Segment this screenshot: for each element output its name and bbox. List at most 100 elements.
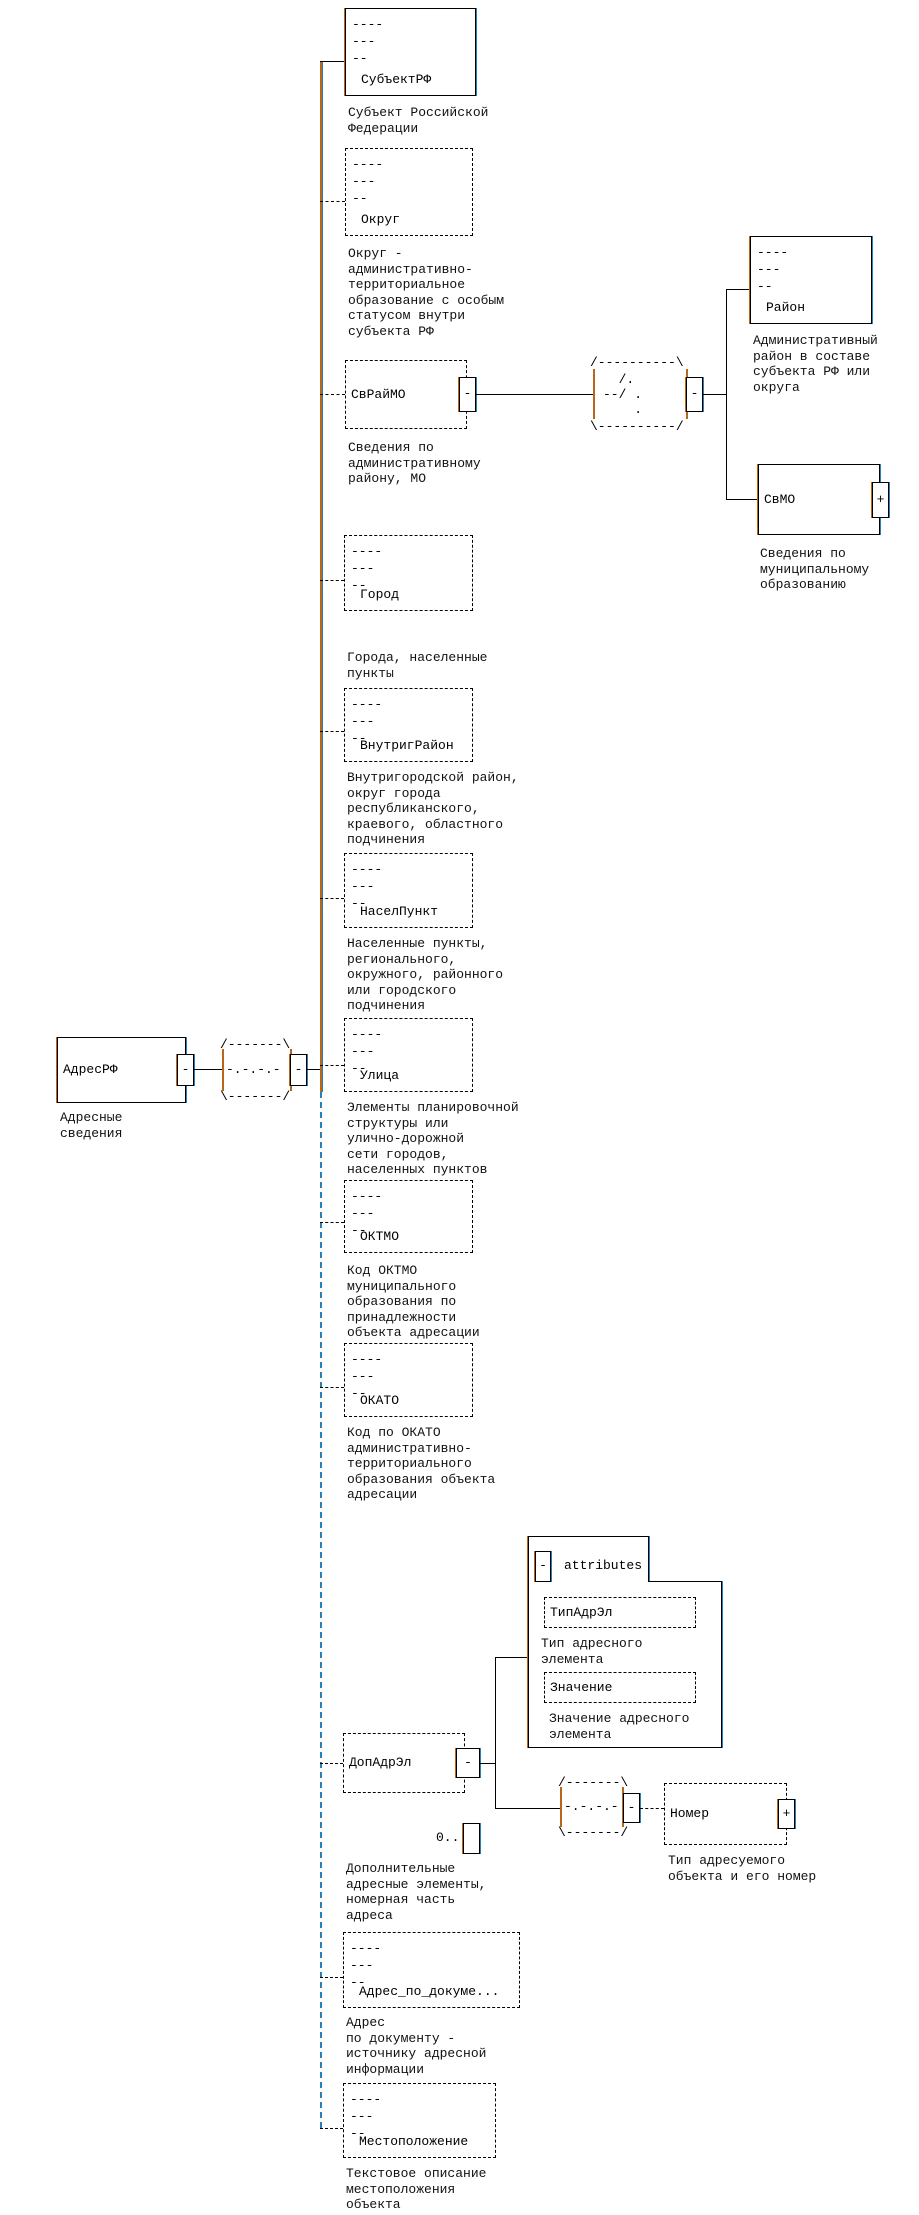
element-name: Адрес_по_докуме... xyxy=(359,1984,500,1999)
choice-bottom: \----------/ xyxy=(590,419,684,434)
znachenie-attribute-element[interactable] xyxy=(544,1672,696,1703)
nomer-element[interactable] xyxy=(664,1783,787,1845)
connector-line xyxy=(495,1657,528,1658)
element-content-marker: ---- --- -- xyxy=(352,17,384,66)
element-content-marker: ---- --- -- xyxy=(351,697,383,746)
tipadrel-attribute-element[interactable] xyxy=(544,1597,696,1628)
main-spine-optional xyxy=(320,1092,322,2128)
element-description: Значение адресного элемента xyxy=(549,1711,690,1742)
element-description: Сведения по муниципальному образованию xyxy=(760,546,870,592)
main-spine xyxy=(320,61,322,1092)
connector-line xyxy=(726,499,758,500)
child-10-element[interactable] xyxy=(343,1932,520,2008)
element-content-marker: ---- --- -- xyxy=(352,157,384,206)
connector-line xyxy=(480,1763,495,1764)
connector-line xyxy=(495,1657,496,1808)
connector-line xyxy=(320,1763,343,1764)
expand-nomer-button[interactable]: + xyxy=(778,1799,795,1829)
element-name: ОКАТО xyxy=(360,1393,400,1408)
connector-line xyxy=(320,394,345,395)
element-description: Элементы планировочной структуры или ули… xyxy=(347,1100,519,1177)
occurs-label: 0.. xyxy=(436,1830,460,1845)
svmo-element[interactable] xyxy=(758,464,880,535)
child-0-element[interactable] xyxy=(345,8,476,96)
connector-line xyxy=(320,898,344,899)
connector-line xyxy=(320,580,344,581)
child-4-element[interactable] xyxy=(344,688,473,762)
element-description: Города, населенные пункты xyxy=(347,650,488,681)
connector-line xyxy=(495,1808,560,1809)
collapse-adresrf-button[interactable]: - xyxy=(177,1054,194,1086)
connector-line xyxy=(476,394,593,395)
collapse-dopadrel-button[interactable]: - xyxy=(456,1748,480,1778)
raion-element[interactable] xyxy=(750,236,872,324)
element-name: НаселПункт xyxy=(360,904,439,919)
collapse-sequence-button[interactable]: - xyxy=(290,1054,307,1086)
element-description: Текстовое описание местоположения объект… xyxy=(346,2166,487,2212)
child-6-element[interactable] xyxy=(344,1018,473,1092)
element-description: Адрес по документу - источнику адресной … xyxy=(346,2015,487,2077)
element-name: Значение xyxy=(550,1679,613,1695)
connector-line xyxy=(307,1069,320,1070)
element-name: СвРайМО xyxy=(351,386,406,402)
child-7-element[interactable] xyxy=(344,1180,473,1253)
connector-line xyxy=(320,1222,344,1223)
element-name: ОКТМО xyxy=(360,1229,400,1244)
connector-line xyxy=(320,1065,344,1066)
connector-line xyxy=(726,289,750,290)
child-8-element[interactable] xyxy=(344,1343,473,1417)
compositor-top: /-------\ xyxy=(558,1775,629,1790)
connector-line xyxy=(320,731,344,732)
element-content-marker: ---- --- -- xyxy=(350,2092,382,2141)
connector-line xyxy=(320,1387,344,1388)
collapse-svraimo-button[interactable]: - xyxy=(459,377,476,412)
collapse-dopadrel-sequence-button[interactable]: - xyxy=(623,1793,640,1823)
connector-line xyxy=(726,289,727,499)
choice-mid: /. --/ . . xyxy=(603,372,643,417)
compositor-mid: -.-.-.- xyxy=(564,1799,619,1814)
connector-line xyxy=(320,61,345,62)
connector-line xyxy=(194,1069,222,1070)
element-name: ДопАдрЭл xyxy=(349,1755,412,1770)
connector-line xyxy=(703,394,726,395)
element-description: Дополнительные адресные элементы, номерн… xyxy=(346,1861,487,1923)
occurs-marker xyxy=(463,1823,480,1854)
element-description: Административный район в составе субъект… xyxy=(753,333,878,395)
element-name: АдресРФ xyxy=(63,1062,118,1077)
compositor-top: /-------\ xyxy=(220,1037,291,1052)
element-name: СубъектРФ xyxy=(361,72,432,87)
element-content-marker: ---- --- -- xyxy=(351,862,383,911)
element-name: Улица xyxy=(360,1068,400,1083)
element-description: Код ОКТМО муниципального образования по … xyxy=(347,1263,480,1340)
child-3-element[interactable] xyxy=(344,535,473,611)
connector-line xyxy=(320,2128,343,2129)
collapse-attributes-button[interactable]: - xyxy=(535,1551,551,1582)
attributes-label: attributes xyxy=(564,1558,643,1573)
element-description: Адресные сведения xyxy=(60,1110,123,1141)
connector-line xyxy=(640,1808,664,1809)
element-description: Населенные пункты, регионального, окружн… xyxy=(347,936,504,1013)
expand-svmo-button[interactable]: + xyxy=(872,482,889,518)
connector-line xyxy=(320,1977,343,1978)
element-name: Район xyxy=(766,300,806,315)
element-content-marker: ---- --- -- xyxy=(351,1189,383,1238)
compositor-mid: -.-.-.- xyxy=(226,1062,281,1077)
element-name: СвМО xyxy=(764,491,796,507)
adresrf-element[interactable] xyxy=(57,1037,186,1103)
element-content-marker: ---- --- -- xyxy=(350,1941,382,1990)
connector-line xyxy=(320,201,345,202)
child-1-element[interactable] xyxy=(345,148,473,236)
child-5-element[interactable] xyxy=(344,853,473,928)
element-name: Округ xyxy=(361,212,401,227)
choice-top: /----------\ xyxy=(590,355,684,370)
element-name: Город xyxy=(360,587,400,602)
child-11-element[interactable] xyxy=(343,2083,496,2158)
element-content-marker: ---- --- -- xyxy=(351,544,383,593)
element-description: Округ - административно- территориальное… xyxy=(348,246,505,339)
element-description: Тип адресного элемента xyxy=(541,1636,643,1667)
element-description: Код по ОКАТО административно- территориа… xyxy=(347,1425,496,1502)
element-description: Субъект Российской Федерации xyxy=(348,105,489,136)
element-name: ТипАдрЭл xyxy=(550,1604,613,1620)
child-9-element[interactable] xyxy=(343,1733,465,1793)
collapse-choice-button[interactable]: - xyxy=(686,377,703,412)
